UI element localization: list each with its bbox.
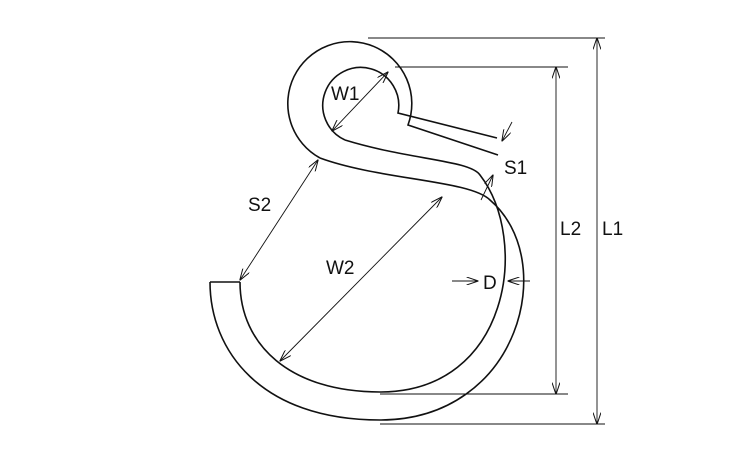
eye-outer-contour: [287, 40, 499, 159]
s2-dimension-line: [240, 160, 318, 280]
label-l1: L1: [602, 219, 623, 240]
s1-leader-top: [502, 121, 513, 141]
s1-leader-bottom: [480, 175, 493, 201]
body-outer-contour: [209, 157, 525, 421]
label-d: D: [483, 273, 497, 294]
label-w2: W2: [326, 258, 355, 279]
label-s2: S2: [248, 195, 271, 216]
dimension-lines: [240, 38, 605, 424]
w1-dimension-line: [332, 72, 388, 131]
label-w1: W1: [331, 84, 360, 105]
label-l2: L2: [560, 219, 581, 240]
s-hook-outline: [209, 40, 525, 421]
w2-dimension-line: [280, 197, 442, 361]
label-s1: S1: [504, 158, 527, 179]
body-inner-contour: [239, 139, 506, 393]
